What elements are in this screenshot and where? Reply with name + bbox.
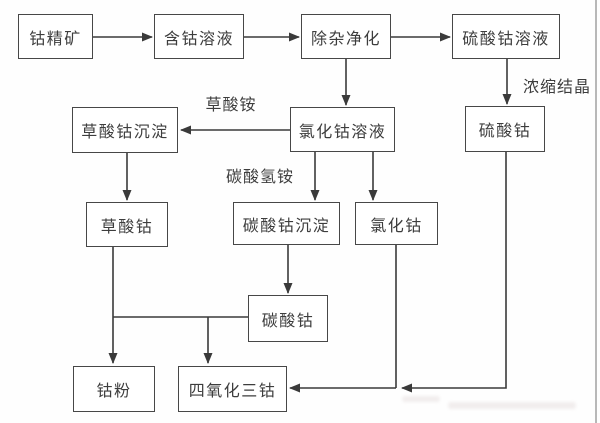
flow-node-cobalt-concentrate: 钴精矿 [18,14,93,59]
flow-node-cobalt-sulfate-solution: 硫酸钴溶液 [452,14,560,59]
flow-edge-sulfate-down-to-junction [401,152,507,393]
edge-label-concentration-crystallization: 浓缩结晶 [522,77,592,96]
edge-label-ammonium-oxalate: 草酸铵 [205,95,257,114]
flow-node-cobalt-chloride: 氯化钴 [355,202,438,245]
flow-node-cobalt-bearing-solution: 含钴溶液 [154,14,244,59]
watermark-smudge [402,396,440,402]
watermark-smudge [448,402,576,409]
flow-node-cobalt-sulfate: 硫酸钴 [465,106,545,152]
flow-node-impurity-removal: 除杂净化 [301,14,391,59]
flow-node-cobalt-chloride-solution: 氯化钴溶液 [290,107,395,152]
flow-node-tricobalt-tetroxide: 四氧化三钴 [178,366,287,412]
edge-group [93,32,512,393]
edge-label-ammonium-bicarbonate: 碳酸氢铵 [225,167,295,186]
flow-node-cobalt-oxalate: 草酸钴 [86,202,168,247]
flow-node-cobalt-carbonate: 碳酸钴 [248,295,328,342]
flow-node-cobalt-powder: 钴粉 [73,366,155,412]
flow-node-cobalt-carbonate-precipitate: 碳酸钴沉淀 [233,202,340,245]
flow-node-cobalt-oxalate-precipitate: 草酸钴沉淀 [72,107,178,153]
